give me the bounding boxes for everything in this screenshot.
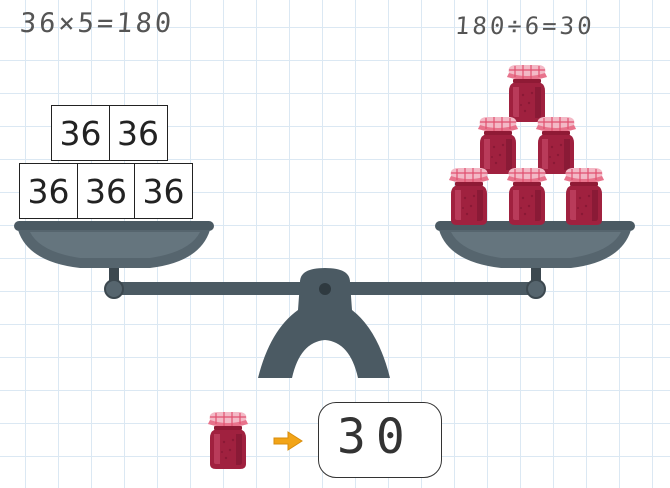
jam-jar-icon [206,410,250,470]
number-block: 36 [109,105,168,161]
left-pan-bottom-blocks: 36 36 36 [19,163,193,219]
jam-jar-icon [447,166,491,226]
number-block: 36 [51,105,110,161]
answer-value: 30 [337,409,415,465]
right-pan [435,221,635,268]
jam-jar-icon [562,166,606,226]
number-block: 36 [19,163,78,219]
left-pan [14,221,214,268]
jam-jar-icon [505,63,549,123]
number-block: 36 [77,163,136,219]
left-pan-top-blocks: 36 36 [51,105,168,161]
number-block: 36 [134,163,193,219]
left-beam-joint [105,280,123,298]
right-arrow-icon [272,430,304,452]
jam-jar-icon [505,166,549,226]
right-beam-joint [527,280,545,298]
scale-pivot [319,283,331,295]
answer-box[interactable]: 30 [318,402,442,478]
